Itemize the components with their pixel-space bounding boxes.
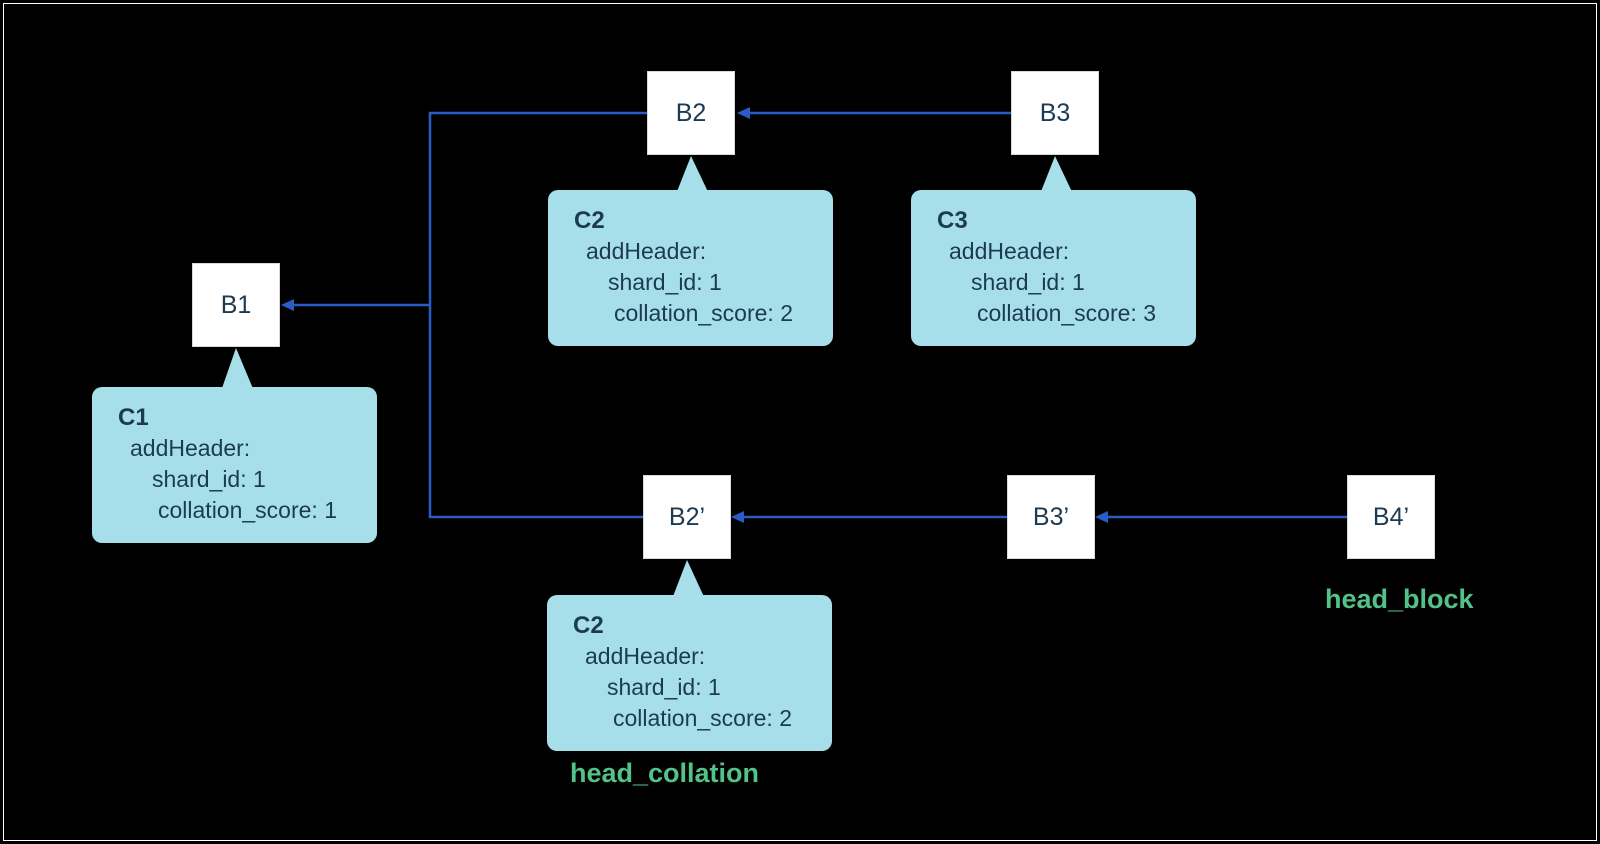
head-block-label: head_block <box>1325 584 1474 614</box>
arrowhead-b3-to-b2 <box>737 107 750 119</box>
block-b2: B2 <box>647 71 735 155</box>
callout-c3-title: C3 <box>937 207 968 234</box>
block-b2-label: B2 <box>675 98 707 127</box>
callout-c3-line-shard-id: shard_id: 1 <box>971 269 1085 295</box>
callout-c3: C3 addHeader: shard_id: 1 collation_scor… <box>911 190 1196 346</box>
callout-c1-line-addheader: addHeader: <box>130 435 251 461</box>
block-b3: B3 <box>1011 71 1099 155</box>
callout-pointer-c3 <box>1040 156 1073 194</box>
block-b3-label: B3 <box>1039 98 1071 127</box>
callout-pointer-c2-top <box>676 156 709 194</box>
callout-c3-line-collation-score: collation_score: 3 <box>977 300 1156 326</box>
block-b2-prime-label: B2’ <box>668 502 706 531</box>
callout-c2-top-line-collation-score: collation_score: 2 <box>614 300 793 326</box>
callout-pointer-c2-bottom <box>672 560 705 599</box>
callout-c2-top: C2 addHeader: shard_id: 1 collation_scor… <box>548 190 833 346</box>
callout-c2-bottom-title: C2 <box>573 612 604 639</box>
callout-c2-bottom-line-shard-id: shard_id: 1 <box>607 674 721 700</box>
callout-pointer-c1 <box>221 348 254 391</box>
callout-c1-line-shard-id: shard_id: 1 <box>152 466 266 492</box>
callout-c2-top-line-addheader: addHeader: <box>586 238 707 264</box>
callout-c2-bottom-line-addheader: addHeader: <box>585 643 706 669</box>
block-b4-prime-label: B4’ <box>1372 502 1410 531</box>
block-b3-prime-label: B3’ <box>1032 502 1070 531</box>
arrowhead-b4prime-to-b3prime <box>1095 511 1108 523</box>
block-b3-prime: B3’ <box>1007 475 1095 559</box>
callout-c1-line-collation-score: collation_score: 1 <box>158 497 337 523</box>
callout-c2-bottom: C2 addHeader: shard_id: 1 collation_scor… <box>547 595 832 751</box>
callout-c2-top-line-shard-id: shard_id: 1 <box>608 269 722 295</box>
block-b4-prime: B4’ <box>1347 475 1435 559</box>
arrowhead-trunk-to-b1 <box>281 299 294 311</box>
callout-c1-title: C1 <box>118 404 149 431</box>
head-collation-label: head_collation <box>570 758 760 788</box>
elbow-trunk-b2-b2prime <box>428 111 647 519</box>
arrowhead-b3prime-to-b2prime <box>731 511 744 523</box>
block-b2-prime: B2’ <box>643 475 731 559</box>
callout-c2-bottom-line-collation-score: collation_score: 2 <box>613 705 792 731</box>
callout-c3-line-addheader: addHeader: <box>949 238 1070 264</box>
block-b1-label: B1 <box>220 290 252 319</box>
callout-c1: C1 addHeader: shard_id: 1 collation_scor… <box>92 387 377 543</box>
block-b1: B1 <box>192 263 280 347</box>
callout-c2-top-title: C2 <box>574 207 605 234</box>
